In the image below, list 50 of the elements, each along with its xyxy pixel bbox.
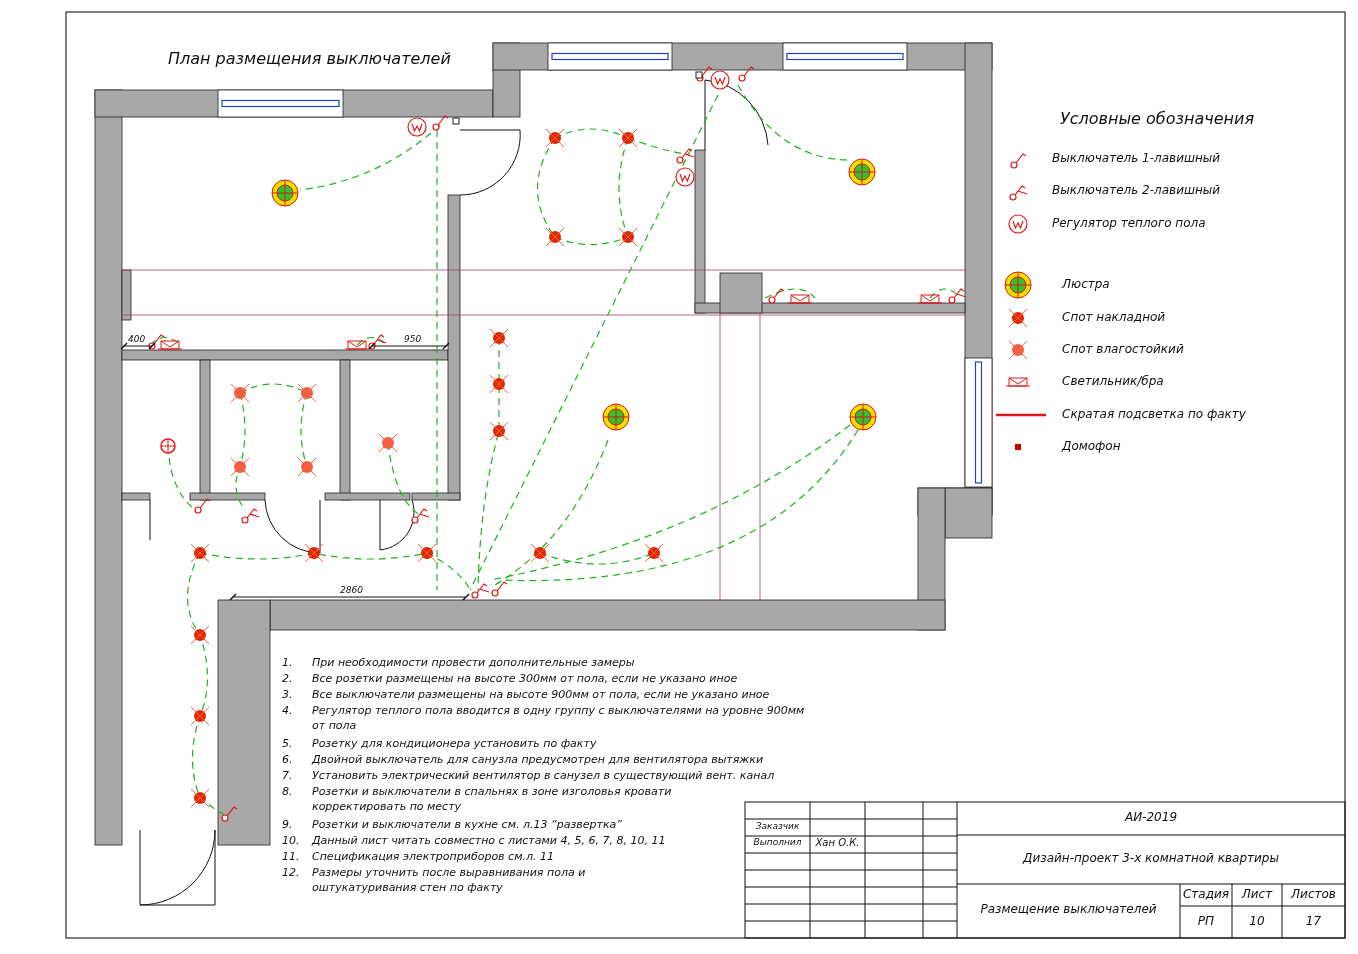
legend-title: Условные обозначения xyxy=(1060,109,1254,129)
note-text: При необходимости провести дополнительные замеры xyxy=(312,655,635,670)
note-number: 6. xyxy=(282,752,293,767)
legend-text: Скратая подсветка по факту xyxy=(1062,406,1246,422)
legend-text: Люстра xyxy=(1062,276,1110,292)
note-text: Регулятор теплого пола вводится в одну группу с выключателями на уровне 900мм от пола xyxy=(312,703,806,733)
legend-text: Спот накладной xyxy=(1062,309,1166,325)
column-heading: Стадия xyxy=(1181,886,1230,902)
note-text: Розетки и выключатели в кухне см. л.13 “развертка” xyxy=(312,817,622,832)
legend-text: Выключатель 1-лавишный xyxy=(1052,150,1221,166)
note-text: Все розетки размещены на высоте 300мм от пола, если не указано иное xyxy=(312,671,738,686)
note-number: 5. xyxy=(282,736,293,751)
project-code: АИ-2019 xyxy=(1123,809,1179,825)
note-text: Размеры уточнить после выравнивания пола и оштукатуривания стен по факту xyxy=(312,865,587,895)
column-heading: Листов xyxy=(1289,886,1337,902)
dimension-text: 2860 xyxy=(340,584,363,597)
note-text: Установить электрический вентилятор в санузел в существующий вент. канал xyxy=(312,768,775,783)
role-text: Выполнил xyxy=(752,836,803,849)
column-heading: Лист xyxy=(1240,886,1274,902)
legend-text: Выключатель 2-лавишный xyxy=(1052,182,1221,198)
note-text: Двойной выключатель для санузла предусмотрен для вентилятора вытяжки xyxy=(312,752,764,767)
note-number: 1. xyxy=(282,655,293,670)
legend-text: Регулятор теплого пола xyxy=(1052,215,1206,231)
note-number: 9. xyxy=(282,817,293,832)
note-text: Все выключатели размещены на высоте 900мм от пола, если не указано иное xyxy=(312,687,770,702)
note-text: Спецификация электроприборов см.л. 11 xyxy=(312,849,554,864)
sheet-count: 17 xyxy=(1304,913,1323,929)
legend-text: Светильник/бра xyxy=(1062,373,1164,389)
note-number: 3. xyxy=(282,687,293,702)
note-number: 7. xyxy=(282,768,293,783)
note-text: Данный лист читать совместно с листами 4, 5, 6, 7, 8, 10, 11 xyxy=(312,833,666,848)
sheet-title: Размещение выключателей xyxy=(979,901,1158,917)
legend-text: Спот влагостойкий xyxy=(1062,341,1184,357)
dimension-text: 950 xyxy=(404,333,422,346)
dimension-text: 400 xyxy=(128,333,146,346)
project-title: Дизайн-проект 3-х комнатной квартиры xyxy=(1021,850,1280,866)
role-text: Заказчик xyxy=(754,820,801,833)
note-number: 4. xyxy=(282,703,293,718)
note-number: 8. xyxy=(282,784,293,799)
drawing-title: План размещения выключателей xyxy=(168,49,451,69)
note-number: 11. xyxy=(282,849,300,864)
note-text: Розетки и выключатели в спальнях в зоне изголовья кровати корректировать по месту xyxy=(312,784,673,814)
note-number: 2. xyxy=(282,671,293,686)
stage-value: РП xyxy=(1196,913,1216,929)
note-number: 12. xyxy=(282,865,300,880)
author-name: Хан О.К. xyxy=(814,836,861,850)
note-number: 10. xyxy=(282,833,300,848)
sheet-number: 10 xyxy=(1248,913,1266,929)
legend-text: Домофон xyxy=(1062,438,1121,454)
note-text: Розетку для кондиционера установить по факту xyxy=(312,736,597,751)
